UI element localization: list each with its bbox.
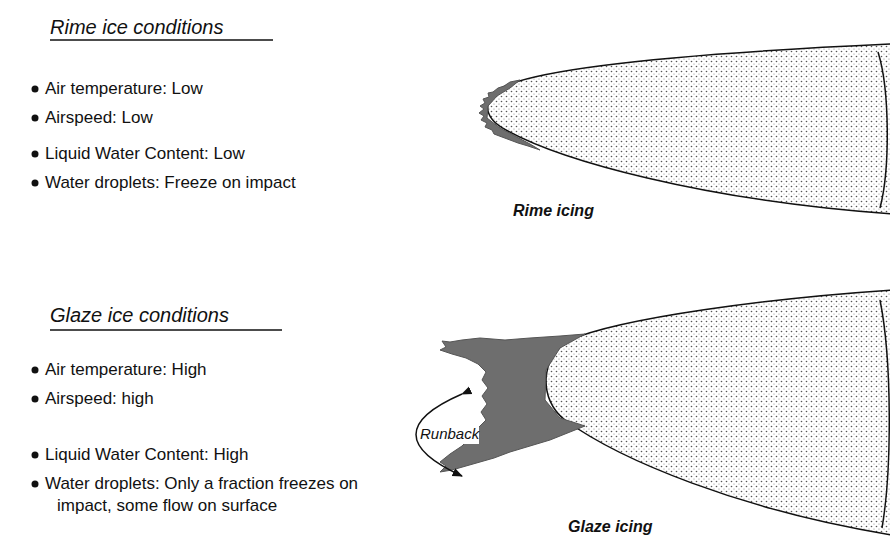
condition-item: Liquid Water Content: Low — [45, 143, 245, 166]
airfoil-edge — [878, 52, 887, 208]
figure-label: Rime icing — [513, 200, 594, 222]
condition-item: Airspeed: high — [45, 388, 154, 411]
condition-item: Air temperature: Low — [45, 78, 203, 101]
glaze-ice — [440, 334, 585, 472]
condition-item: Water droplets: Freeze on impact — [45, 172, 296, 195]
airfoil-section — [546, 290, 890, 535]
section-heading: Rime ice conditions — [50, 14, 223, 41]
bullet-dots — [32, 86, 39, 488]
airfoil-edge — [880, 300, 889, 528]
section-heading: Glaze ice conditions — [50, 302, 229, 329]
figure-label: Glaze icing — [568, 516, 652, 538]
airfoil-section — [488, 44, 890, 214]
heading-underline — [50, 329, 282, 331]
condition-item: Liquid Water Content: High — [45, 444, 248, 467]
condition-item: Water droplets: Only a fraction freezes … — [45, 473, 407, 519]
condition-item: Airspeed: Low — [45, 107, 153, 130]
condition-item: Air temperature: High — [45, 359, 207, 382]
callout-label: Runback — [420, 424, 479, 444]
rime-ice — [479, 80, 540, 150]
heading-underline — [50, 39, 273, 41]
